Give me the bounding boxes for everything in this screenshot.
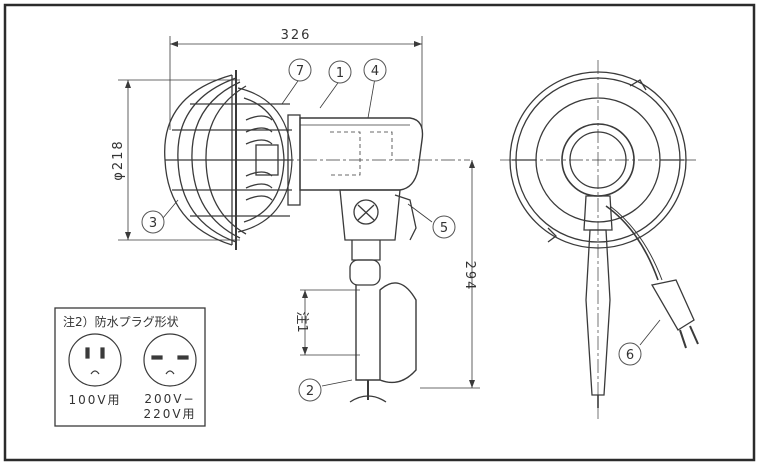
side-view [118,36,480,403]
callout-7: 7 [296,64,304,79]
callout-1-circle [328,60,352,84]
callout-3-circle [141,210,165,234]
callout-5: 5 [440,221,448,236]
callout-5-circle [432,215,456,239]
dim-height-label: 294 [462,261,477,292]
plug-200v-label-1: 200V− [144,392,195,406]
callout-3: 3 [149,216,157,231]
dim-width-label: 326 [281,28,312,43]
callout-4: 4 [371,64,379,79]
dim-note1-label: 注1 [294,311,309,332]
callout-6: 6 [626,348,634,363]
callout-7-circle [288,58,312,82]
front-view [500,60,699,420]
callout-2: 2 [306,384,314,399]
plug-200v-label-2: 220V用 [143,407,196,421]
plug-100v-label: 100V用 [68,393,121,407]
legend-title: 注2）防水プラグ形状 [63,314,179,329]
legend-border [54,307,206,427]
dim-diameter-label: φ218 [111,139,126,180]
plug-200v-icon [143,333,197,387]
callout-2-circle [298,378,322,402]
callout-1: 1 [336,66,344,81]
callout-4-circle [363,58,387,82]
plug-100v-icon [68,333,122,387]
plug-legend [54,307,206,427]
callout-6-circle [618,342,642,366]
outer-border [3,3,756,462]
